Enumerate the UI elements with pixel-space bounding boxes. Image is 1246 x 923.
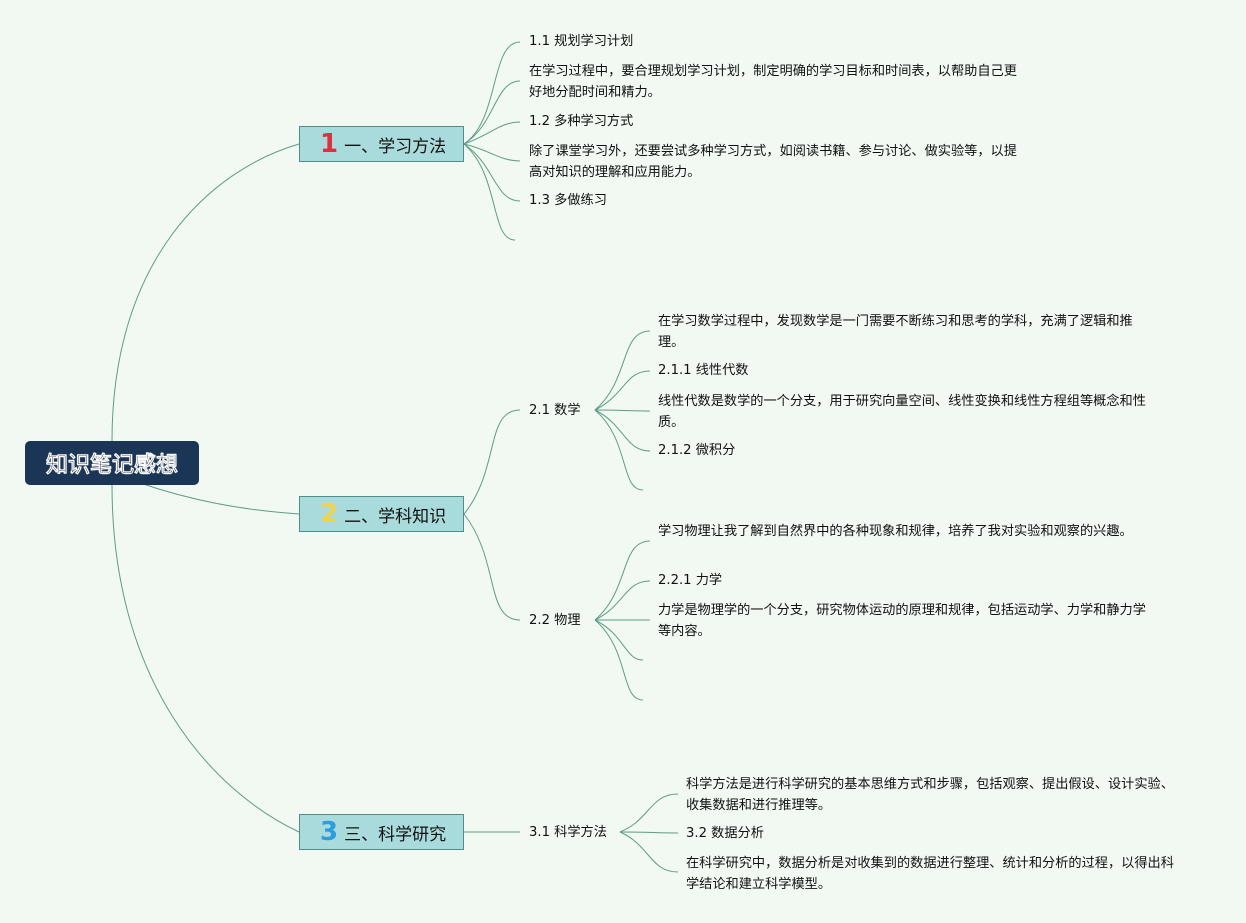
- link-21-c2: [594, 370, 651, 411]
- link-root-topic2: [139, 482, 300, 515]
- link-t1-c6: [463, 143, 516, 241]
- node-2-2-1-note[interactable]: 力学是物理学的一个分支，研究物体运动的原理和规律，包括运动学、力学和静力学等内容…: [658, 603, 1146, 639]
- node-2-1-note[interactable]: 在学习数学过程中，发现数学是一门需要不断练习和思考的学科，充满了逻辑和推理。: [658, 314, 1133, 350]
- node-2-1-1-note[interactable]: 线性代数是数学的一个分支，用于研究向量空间、线性变换和线性方程组等概念和性质。: [658, 394, 1146, 430]
- node-2-1-math[interactable]: 2.1 数学: [529, 403, 581, 418]
- number-three-icon: 3: [320, 817, 339, 847]
- link-root-topic3: [111, 484, 300, 833]
- link-31-c1: [619, 793, 679, 833]
- link-t1-c4: [463, 143, 521, 162]
- topic-label: 一、学习方法: [344, 136, 447, 157]
- node-2-1-2[interactable]: 2.1.2 微积分: [658, 443, 736, 458]
- topic-label: 三、科学研究: [344, 824, 447, 845]
- root-node[interactable]: 知识笔记感想: [25, 441, 199, 485]
- topic-node-subject-knowledge[interactable]: 2 二、学科知识: [299, 496, 464, 532]
- node-3-2-note[interactable]: 在科学研究中，数据分析是对收集到的数据进行整理、统计和分析的过程，以得出科学结论…: [686, 856, 1174, 892]
- node-3-1[interactable]: 3.1 科学方法: [529, 825, 607, 840]
- node-1-1[interactable]: 1.1 规划学习计划: [529, 34, 634, 49]
- link-22-c1: [594, 540, 651, 621]
- root-label: 知识笔记感想: [45, 453, 178, 478]
- node-2-2-1[interactable]: 2.2.1 力学: [658, 573, 723, 588]
- link-t2-c1: [463, 409, 521, 515]
- link-22-c2: [594, 580, 651, 621]
- link-t1-c3: [463, 121, 521, 145]
- link-21-c5: [594, 409, 644, 491]
- node-1-2-note[interactable]: 除了课堂学习外，还要尝试多种学习方式，如阅读书籍、参与讨论、做实验等，以提高对知…: [529, 144, 1017, 180]
- node-1-2[interactable]: 1.2 多种学习方式: [529, 114, 634, 129]
- node-1-3[interactable]: 1.3 多做练习: [529, 193, 607, 208]
- link-22-c5: [594, 619, 644, 701]
- node-2-2-note[interactable]: 学习物理让我了解到自然界中的各种现象和规律，培养了我对实验和观察的兴趣。: [658, 524, 1133, 539]
- node-3-2[interactable]: 3.2 数据分析: [686, 826, 764, 841]
- node-3-1-note[interactable]: 科学方法是进行科学研究的基本思维方式和步骤，包括观察、提出假设、设计实验、收集数…: [686, 777, 1174, 813]
- link-31-c2: [619, 831, 679, 834]
- link-t2-c2: [463, 513, 521, 621]
- link-31-c3: [619, 831, 679, 873]
- link-t1-c5: [463, 143, 521, 202]
- link-t1-c1: [463, 41, 521, 145]
- topic-label: 二、学科知识: [344, 506, 447, 527]
- link-t1-c2: [463, 80, 521, 145]
- number-two-icon: 2: [320, 499, 339, 529]
- node-2-2-physics[interactable]: 2.2 物理: [529, 613, 581, 628]
- link-21-c1: [594, 330, 651, 411]
- node-2-1-1[interactable]: 2.1.1 线性代数: [658, 363, 749, 378]
- number-one-icon: 1: [320, 129, 339, 159]
- link-21-c4: [594, 409, 651, 452]
- link-root-topic1: [111, 143, 300, 442]
- node-1-1-note[interactable]: 在学习过程中，要合理规划学习计划，制定明确的学习目标和时间表，以帮助自己更好地分…: [529, 64, 1017, 100]
- link-22-c4: [594, 619, 644, 661]
- topic-node-learning-methods[interactable]: 1 一、学习方法: [299, 126, 464, 162]
- topic-node-scientific-research[interactable]: 3 三、科学研究: [299, 814, 464, 850]
- link-21-c3: [594, 409, 651, 412]
